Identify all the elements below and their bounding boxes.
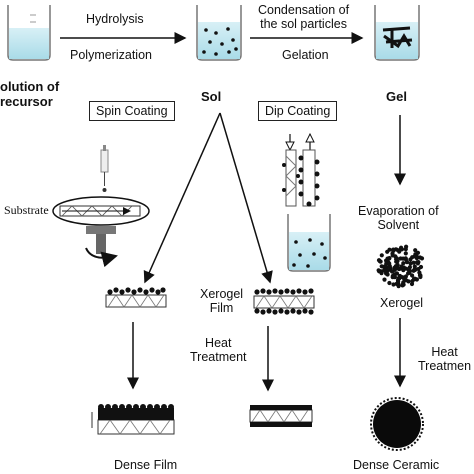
beaker-sol — [196, 5, 242, 61]
xerogel-particle — [376, 268, 381, 273]
xerogel-particle — [389, 269, 395, 274]
xerogel-label: Xerogel — [380, 296, 424, 310]
beaker-dip — [287, 214, 331, 272]
sol-label: Sol — [201, 89, 222, 104]
xerogel-film-spin — [105, 287, 167, 308]
xerogel-particle — [403, 256, 408, 261]
condensation-label: Condensation of the sol particles — [258, 3, 350, 32]
dip-coating-box: Dip Coating — [258, 101, 338, 121]
xerogel-particle — [403, 247, 408, 252]
xerogel-particle — [401, 280, 406, 285]
beaker-gel — [374, 5, 420, 61]
xerogel-particle — [417, 270, 422, 275]
xerogel-particle — [387, 261, 392, 266]
substrate-label: Substrate — [4, 203, 49, 217]
xerogel-particle — [382, 277, 387, 282]
xerogel-particle — [397, 249, 402, 254]
dense-film-dip — [249, 405, 313, 427]
xerogel-particle — [382, 268, 387, 273]
xerogel-particle — [411, 260, 416, 265]
dense-film-spin — [91, 404, 175, 435]
beaker-solution — [7, 5, 51, 61]
dense-film-label: Dense Film — [114, 458, 178, 472]
xerogel-particle — [395, 266, 400, 271]
spin-coater-illustration — [52, 145, 150, 268]
xerogel-particle — [391, 282, 396, 287]
xerogel-particle — [404, 260, 410, 265]
polymerization-label: Polymerization — [70, 48, 152, 62]
xerogel-particle — [390, 253, 395, 258]
xerogel-particle — [392, 274, 397, 279]
xerogel-particle — [412, 266, 418, 271]
xerogel-particle — [396, 284, 401, 289]
xerogel-particle — [396, 276, 401, 281]
spin-coating-box: Spin Coating — [89, 101, 175, 121]
xerogel-particle — [416, 266, 421, 272]
xerogel-particle — [410, 273, 415, 278]
arrow-sol-to-spin — [143, 112, 221, 284]
xerogel-particle — [387, 256, 392, 261]
xerogel-particle — [387, 264, 392, 270]
xerogel-particle — [383, 263, 388, 268]
xerogel-cluster — [376, 244, 425, 289]
xerogel-particle — [403, 274, 408, 279]
xerogel-particle — [401, 261, 406, 266]
xerogel-particle — [413, 248, 418, 253]
xerogel-particle — [376, 258, 382, 263]
xerogel-particle — [385, 249, 390, 254]
dip-coater-illustration — [282, 132, 320, 207]
dense-ceramic — [370, 397, 424, 451]
xerogel-particle — [414, 256, 419, 261]
xerogel-particle — [385, 272, 390, 277]
hydrolysis-label: Hydrolysis — [86, 12, 144, 26]
evaporation-label: Evaporation of Solvent — [358, 204, 439, 233]
gelation-label: Gelation — [282, 48, 329, 62]
heat-treatment-left-label: Heat Treatment — [190, 336, 247, 365]
xerogel-film-label: Xerogel Film — [200, 287, 244, 316]
xerogel-particle — [416, 260, 421, 265]
xerogel-particle — [379, 253, 384, 258]
xerogel-particle — [394, 256, 399, 261]
xerogel-particle — [379, 264, 384, 269]
arrow-sol-to-dip — [219, 112, 273, 284]
xerogel-particle — [394, 271, 400, 276]
dense-ceramic-label: Dense Ceramic — [353, 458, 440, 472]
gel-label: Gel — [386, 89, 407, 104]
xerogel-particle — [415, 250, 421, 255]
xerogel-particle — [412, 276, 417, 281]
xerogel-particle — [387, 280, 392, 286]
xerogel-particle — [399, 245, 404, 250]
xerogel-particle — [406, 279, 411, 284]
xerogel-particle — [385, 268, 390, 273]
solution-precursor-label: olution of recursor — [0, 79, 60, 109]
xerogel-particle — [407, 268, 413, 273]
heat-treatment-right-label: Heat Treatmen — [418, 345, 472, 374]
xerogel-particle — [396, 279, 401, 284]
xerogel-particle — [418, 255, 423, 260]
xerogel-particle — [403, 251, 408, 256]
xerogel-film-dip — [253, 288, 315, 315]
